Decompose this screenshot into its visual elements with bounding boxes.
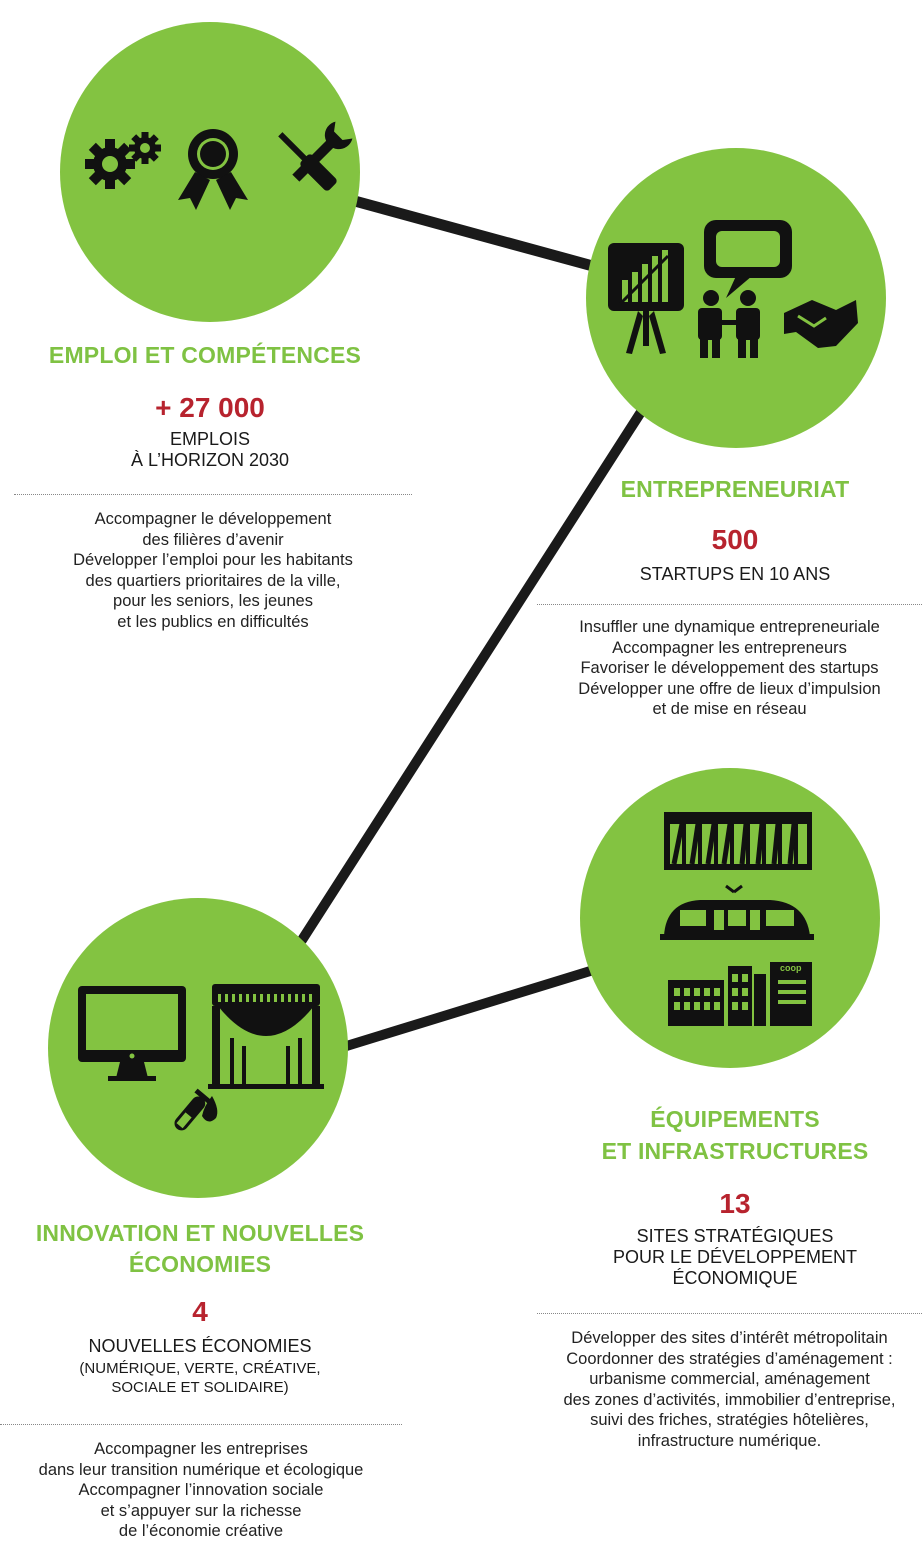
computer-monitor-icon <box>78 986 186 1081</box>
description-line: Insuffler une dynamique entrepreneuriale <box>579 618 880 636</box>
description-line: dans leur transition numérique et écolog… <box>38 1460 364 1479</box>
entrepreneuriat-title: ENTREPRENEURIAT <box>620 476 850 502</box>
innovation-stat-sub-line: SOCIALE ET SOLIDAIRE) <box>111 1379 289 1396</box>
innovation-stat-block: 4 NOUVELLES ÉCONOMIES (NUMÉRIQUE, VERTE,… <box>0 1296 400 1397</box>
innovation-title-line: INNOVATION ET NOUVELLES <box>35 1220 365 1246</box>
wrench-screwdriver-icon <box>278 121 353 191</box>
innovation-title-line: ÉCONOMIES <box>128 1251 272 1277</box>
connector-innovation-equipements <box>335 963 605 1053</box>
award-ribbon-icon <box>178 129 248 210</box>
description-line: Accompagner le développement <box>94 510 332 528</box>
emploi-stat-label-line: À L’HORIZON 2030 <box>130 450 290 470</box>
test-tube-icon <box>174 1088 218 1131</box>
emploi-circle <box>60 22 360 322</box>
description-line: infrastructure numérique. <box>637 1431 822 1450</box>
description-line: des quartiers prioritaires de la ville, <box>85 571 341 590</box>
description-line: suivi des friches, stratégies hôtelières… <box>590 1411 869 1429</box>
equipements-title-line: ÉQUIPEMENTS <box>650 1106 820 1132</box>
description-line: Développer l’emploi pour les habitants <box>73 551 353 569</box>
equipements-stat-label-line: ÉCONOMIQUE <box>672 1268 798 1288</box>
handshake-icon <box>784 300 858 348</box>
building-facade-icon <box>664 812 812 870</box>
description-line: pour les seniors, les jeunes <box>113 592 313 610</box>
entrepreneuriat-heading: ENTREPRENEURIAT <box>575 476 895 503</box>
presentation-chart-icon <box>608 243 684 354</box>
description-line: urbanisme commercial, aménagement <box>589 1370 870 1388</box>
equipements-heading: ÉQUIPEMENTS ET INFRASTRUCTURES <box>575 1106 895 1165</box>
description-line: des zones d’activités, immobilier d’entr… <box>563 1390 896 1409</box>
tram-icon <box>660 884 814 940</box>
description-line: Accompagner les entreprises <box>94 1440 308 1458</box>
innovation-divider <box>0 1424 402 1425</box>
entrepreneuriat-stat-block: 500 STARTUPS EN 10 ANS <box>575 524 895 585</box>
equipements-divider <box>537 1313 922 1314</box>
innovation-stat-value: 4 <box>192 1296 208 1327</box>
entrepreneuriat-stat-label-line: STARTUPS EN 10 ANS <box>639 564 831 584</box>
description-line: et de mise en réseau <box>652 700 807 718</box>
description-line: et s’appuyer sur la richesse <box>100 1501 302 1520</box>
emploi-stat-block: + 27 000 EMPLOIS À L’HORIZON 2030 <box>40 392 380 471</box>
emploi-title: EMPLOI ET COMPÉTENCES <box>48 342 362 368</box>
equipements-stat-value: 13 <box>719 1188 751 1219</box>
equipements-stat-block: 13 SITES STRATÉGIQUES POUR LE DÉVELOPPEM… <box>575 1188 895 1289</box>
stadium-icon <box>208 984 324 1089</box>
commercial-buildings-icon <box>668 962 812 1026</box>
gears-icon <box>85 132 161 189</box>
people-icon <box>698 290 760 358</box>
equipements-stat-label-line: SITES STRATÉGIQUES <box>636 1226 834 1246</box>
entrepreneuriat-description: Insuffler une dynamique entrepreneuriale… <box>537 617 922 720</box>
equipements-stat-label-line: POUR LE DÉVELOPPEMENT <box>612 1247 858 1267</box>
description-line: Développer des sites d’intérêt métropoli… <box>571 1329 888 1347</box>
description-line: Accompagner les entrepreneurs <box>612 638 847 657</box>
description-line: Favoriser le développement des startups <box>580 659 879 677</box>
entrepreneuriat-stat-value: 500 <box>711 524 759 555</box>
description-line: Coordonner des stratégies d’aménagement … <box>566 1349 893 1368</box>
description-line: Développer une offre de lieux d’impulsio… <box>578 679 881 698</box>
speech-bubble-icon <box>704 220 792 298</box>
description-line: Accompagner l’innovation sociale <box>78 1481 324 1499</box>
innovation-stat-label-line: NOUVELLES ÉCONOMIES <box>88 1336 312 1356</box>
emploi-stat-label-line: EMPLOIS <box>169 429 251 449</box>
equipements-circle: coop <box>580 768 880 1068</box>
equipements-description: Développer des sites d’intérêt métropoli… <box>537 1328 922 1451</box>
emploi-heading: EMPLOI ET COMPÉTENCES <box>20 342 390 369</box>
connector-emploi-entrepreneuriat <box>334 191 606 274</box>
entrepreneuriat-divider <box>537 604 922 605</box>
innovation-circle <box>48 898 348 1198</box>
innovation-stat-sub-line: (NUMÉRIQUE, VERTE, CRÉATIVE, <box>79 1360 321 1377</box>
description-line: et les publics en difficultés <box>117 612 309 631</box>
innovation-description: Accompagner les entreprises dans leur tr… <box>0 1439 402 1542</box>
entrepreneuriat-circle <box>586 148 886 448</box>
connector-entrepreneuriat-innovation <box>297 393 655 945</box>
coop-sign: coop <box>780 963 802 973</box>
description-line: de l’économie créative <box>118 1522 284 1540</box>
emploi-description: Accompagner le développement des filière… <box>14 509 412 632</box>
emploi-divider <box>14 494 412 495</box>
emploi-stat-value: + 27 000 <box>155 392 265 423</box>
equipements-title-line: ET INFRASTRUCTURES <box>601 1138 869 1164</box>
description-line: des filières d’avenir <box>142 530 284 549</box>
innovation-heading: INNOVATION ET NOUVELLES ÉCONOMIES <box>0 1220 400 1278</box>
